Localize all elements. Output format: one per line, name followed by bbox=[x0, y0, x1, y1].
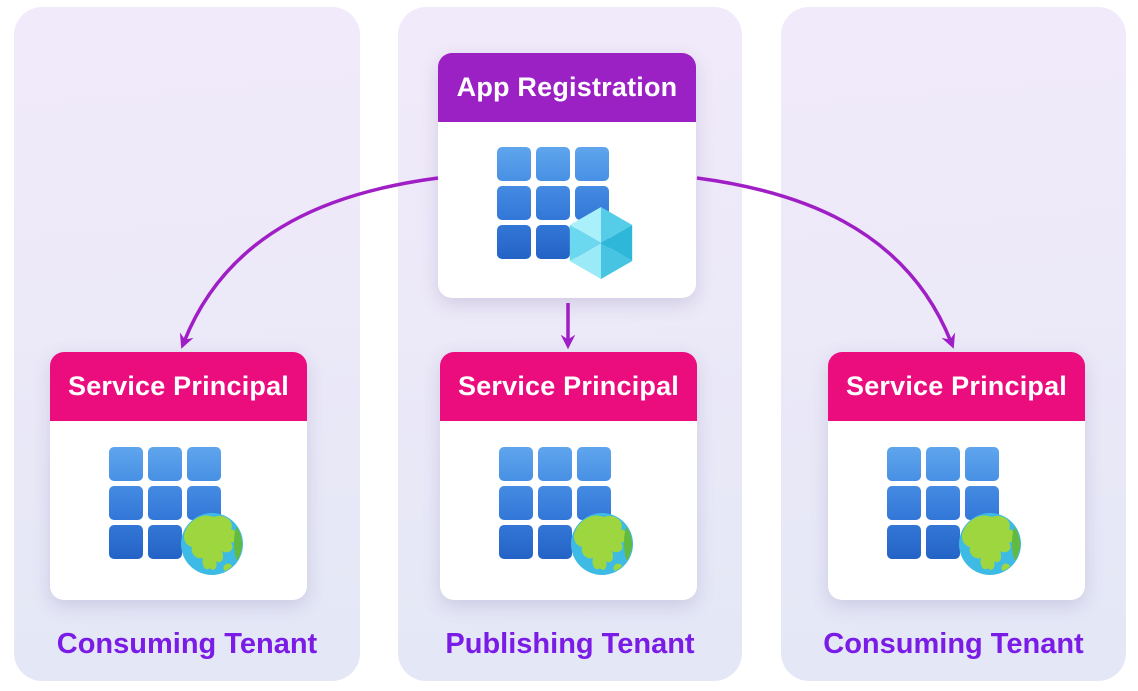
app-registration-title: App Registration bbox=[438, 53, 696, 122]
service-principal-card-consuming-right: Service Principal bbox=[828, 352, 1085, 600]
tenant-label-publishing: Publishing Tenant bbox=[445, 628, 695, 660]
service-principal-title: Service Principal bbox=[440, 352, 697, 421]
grid-globe-icon bbox=[886, 447, 1037, 587]
tenant-label-consuming-left: Consuming Tenant bbox=[56, 628, 318, 660]
service-principal-title: Service Principal bbox=[50, 352, 307, 421]
app-registration-card: App Registration bbox=[438, 53, 696, 298]
tenant-label-consuming-right: Consuming Tenant bbox=[823, 628, 1084, 660]
grid-cube-icon bbox=[497, 147, 633, 279]
grid-globe-icon bbox=[108, 447, 259, 587]
grid-globe-icon bbox=[498, 447, 649, 587]
service-principal-card-publishing: Service Principal bbox=[440, 352, 697, 600]
service-principal-card-consuming-left: Service Principal bbox=[50, 352, 307, 600]
service-principal-title: Service Principal bbox=[828, 352, 1085, 421]
